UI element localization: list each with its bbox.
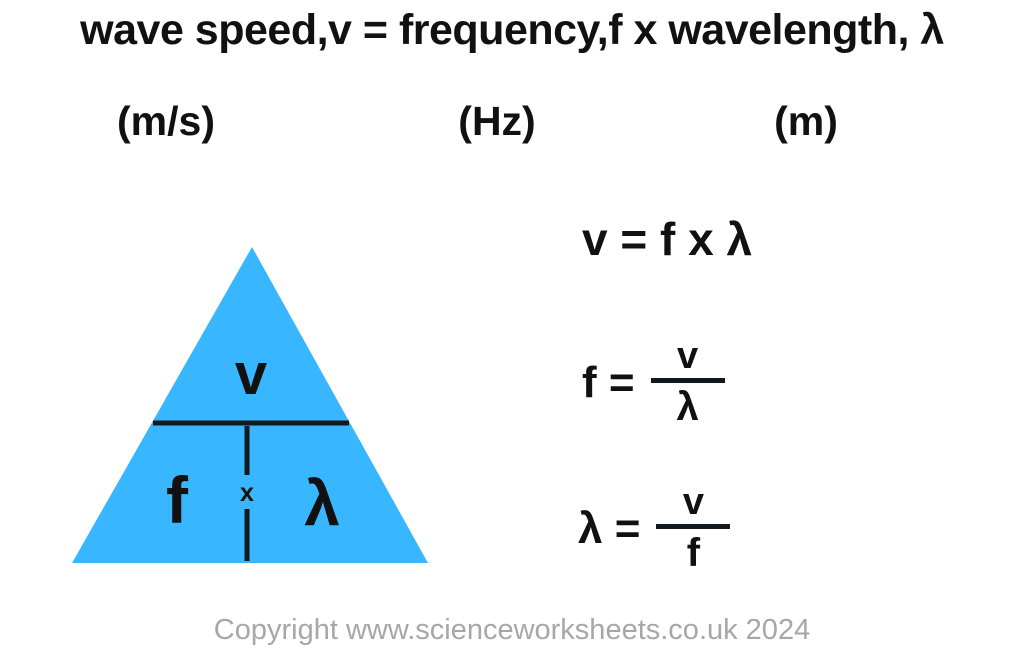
fraction-bar <box>656 524 731 529</box>
formula-triangle-diagram: v f λ x <box>72 247 428 563</box>
unit-speed-label: (m/s) <box>117 98 215 144</box>
formula-frequency: f = v λ <box>582 336 725 430</box>
triangle-shape <box>72 247 428 563</box>
formula-wavelength-lhs: λ = <box>578 504 641 553</box>
fraction-bar <box>650 378 725 383</box>
unit-wavelength-label: (m) <box>774 98 838 144</box>
triangle-bottom-left-label: f <box>166 463 189 537</box>
formula-wavelength-fraction: v f <box>656 481 731 576</box>
unit-frequency-label: (Hz) <box>458 98 536 144</box>
triangle-top-label: v <box>235 342 267 407</box>
formula-frequency-lhs: f = <box>582 358 635 407</box>
formula-wavelength-numerator: v <box>682 481 704 523</box>
formula-wavelength-denominator: f <box>686 531 701 575</box>
formula-main: v = f x λ <box>582 213 753 265</box>
formula-wavelength: λ = v f <box>578 481 731 576</box>
formula-frequency-fraction: v λ <box>650 335 725 430</box>
formula-frequency-numerator: v <box>677 335 699 377</box>
page-title: wave speed,v = frequency,f x wavelength,… <box>80 6 944 54</box>
formula-frequency-denominator: λ <box>676 385 699 429</box>
triangle-multiply-operator: x <box>240 479 254 507</box>
triangle-bottom-right-label: λ <box>304 467 340 539</box>
copyright-text: Copyright www.scienceworksheets.co.uk 20… <box>213 614 811 646</box>
